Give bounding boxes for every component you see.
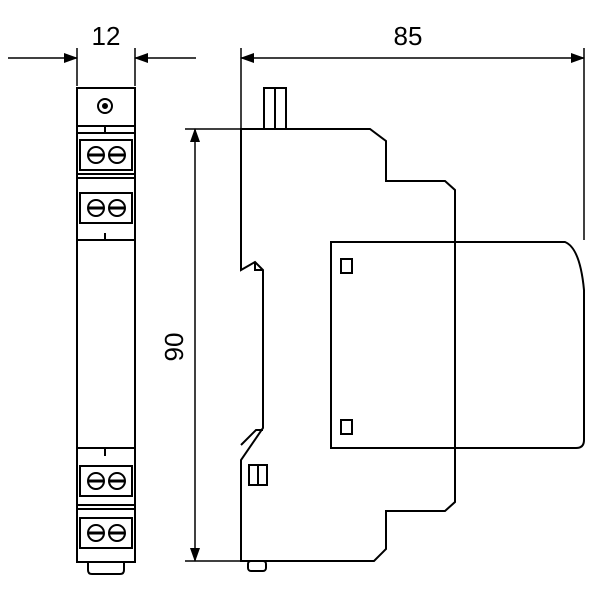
screw-pair-2	[87, 199, 126, 217]
front-foot	[87, 562, 125, 575]
side-foot	[247, 560, 267, 572]
dimension-height	[185, 128, 241, 562]
terminal-1	[79, 139, 133, 171]
cover-latch-upper	[340, 258, 353, 274]
front-body-outline	[76, 87, 136, 563]
dimension-depth	[240, 48, 585, 240]
din-clip-lower	[240, 429, 263, 446]
screw-pair-1	[87, 146, 126, 164]
dimension-width-front	[8, 48, 196, 86]
screw-pair-4	[87, 524, 126, 542]
dimension-label-width: 12	[92, 21, 121, 51]
side-cover-outline	[330, 241, 585, 449]
terminal-2	[79, 192, 133, 224]
cover-latch-lower	[340, 419, 353, 435]
screw-pair-3	[87, 472, 126, 490]
front-view	[76, 87, 136, 575]
din-clip-upper	[254, 262, 263, 271]
dimension-label-depth: 85	[394, 21, 423, 51]
terminal-4	[79, 517, 133, 549]
side-view	[240, 87, 585, 572]
side-housing-outline	[240, 128, 456, 562]
terminal-screws	[87, 146, 126, 542]
indicator-dot-icon	[102, 103, 108, 109]
terminal-3	[79, 465, 133, 497]
dimension-label-height: 90	[159, 333, 189, 362]
indicator-icon	[97, 98, 113, 114]
